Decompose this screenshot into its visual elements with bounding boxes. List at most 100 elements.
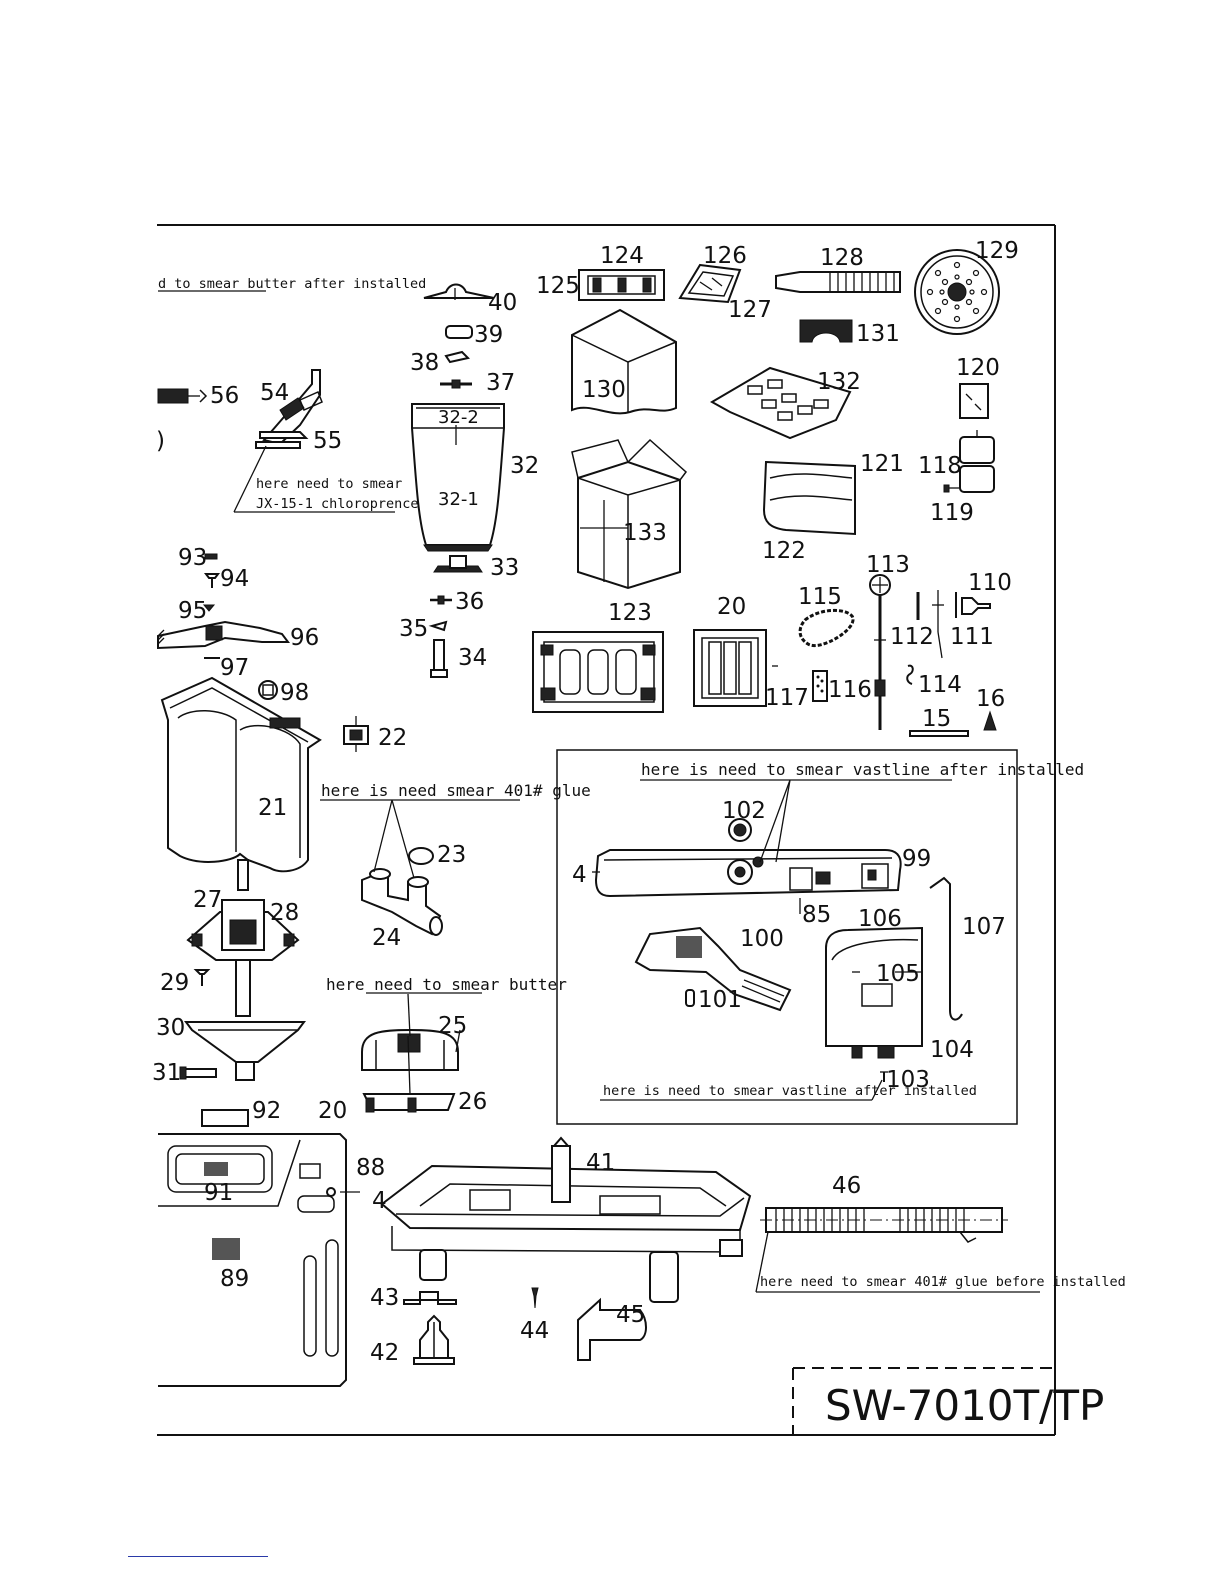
label-31: 31 — [152, 1060, 181, 1086]
note-glue-401: here is need smear 401# glue — [321, 781, 591, 800]
part-24-drain-pipe — [361, 868, 443, 936]
label-129: 129 — [975, 238, 1019, 264]
label-89: 89 — [220, 1266, 249, 1292]
label-120: 120 — [956, 355, 1000, 381]
part-38 — [444, 350, 470, 364]
label-edge-0: ) — [156, 428, 165, 454]
label-23: 23 — [437, 842, 466, 868]
label-40: 40 — [488, 290, 517, 316]
label-104: 104 — [930, 1037, 974, 1063]
part-121-122 — [762, 460, 856, 536]
label-15: 15 — [922, 706, 951, 732]
label-91: 91 — [204, 1180, 233, 1206]
label-107: 107 — [962, 914, 1006, 940]
label-105: 105 — [876, 961, 920, 987]
part-98 — [258, 680, 278, 700]
part-133-open-box — [571, 438, 688, 590]
model-title: SW-7010T/TP — [825, 1381, 1104, 1430]
part-92 — [201, 1109, 249, 1127]
label-54: 54 — [260, 380, 289, 406]
part-99-control-panel — [594, 849, 902, 898]
part-131 — [799, 319, 853, 343]
part-34-bolt — [430, 639, 448, 678]
label-37: 37 — [486, 370, 515, 396]
part-104-106-door — [825, 926, 923, 1059]
part-56 — [157, 388, 208, 404]
label-41: 41 — [586, 1150, 615, 1176]
part-39 — [445, 325, 473, 339]
part-128-hose — [775, 271, 901, 293]
label-34: 34 — [458, 645, 487, 671]
label-125: 125 — [536, 273, 580, 299]
part-46-drain-hose — [760, 1207, 1008, 1243]
part-31-bolt — [179, 1066, 217, 1080]
label-43: 43 — [370, 1285, 399, 1311]
label-20-cabinet: 20 — [318, 1098, 347, 1124]
label-16: 16 — [976, 686, 1005, 712]
label-29: 29 — [160, 970, 189, 996]
part-35 — [428, 620, 448, 632]
part-113-rod — [869, 574, 891, 730]
part-30-funnel — [184, 1021, 306, 1081]
label-32-1: 32-1 — [438, 489, 479, 510]
leader-lines — [233, 425, 1040, 1293]
label-102: 102 — [722, 798, 766, 824]
label-99: 99 — [902, 846, 931, 872]
part-124-125 — [578, 269, 665, 301]
label-22: 22 — [378, 725, 407, 751]
detail-box — [556, 749, 1018, 1125]
part-21-twin-tub — [160, 676, 322, 873]
part-89-91-cabinet — [158, 1133, 347, 1387]
drawing-frame — [157, 224, 1056, 1436]
label-103: 103 — [886, 1067, 930, 1093]
note-chloroprene-2: JX-15-1 chloroprence — [256, 496, 419, 512]
part-93 — [204, 553, 218, 560]
label-113: 113 — [866, 552, 910, 578]
label-119: 119 — [930, 500, 974, 526]
part-120 — [959, 383, 989, 419]
label-88: 88 — [356, 1155, 385, 1181]
label-45: 45 — [616, 1302, 645, 1328]
part-20-frame — [693, 629, 778, 707]
label-122: 122 — [762, 538, 806, 564]
part-33 — [433, 555, 483, 573]
label-112: 112 — [890, 624, 934, 650]
part-129-filter-disk — [914, 249, 1000, 335]
label-92: 92 — [252, 1098, 281, 1124]
label-133: 133 — [623, 520, 667, 546]
part-15 — [909, 730, 969, 737]
part-114 — [906, 664, 914, 685]
label-39: 39 — [474, 322, 503, 348]
part-130-box — [571, 308, 677, 415]
part-16 — [983, 710, 997, 731]
label-30: 30 — [156, 1015, 185, 1041]
label-121: 121 — [860, 451, 904, 477]
part-55 — [255, 431, 309, 449]
part-95 — [202, 604, 216, 612]
footer-rule — [128, 1556, 268, 1557]
part-100-dispenser — [634, 926, 792, 1012]
part-115-belt — [798, 609, 855, 648]
part-26 — [362, 1093, 456, 1113]
label-38: 38 — [410, 350, 439, 376]
note-glue-401-before: here need to smear 401# glue before inst… — [760, 1274, 1126, 1290]
label-126: 126 — [703, 243, 747, 269]
label-93: 93 — [178, 545, 207, 571]
part-44-screw — [531, 1287, 539, 1309]
label-115: 115 — [798, 584, 842, 610]
label-32-2: 32-2 — [438, 407, 479, 428]
part-123-tray — [532, 631, 664, 713]
part-labels: 124 125 126 127 128 129 131 130 132 120 … — [152, 238, 1019, 1366]
label-4-screw: 4 — [372, 1188, 387, 1214]
label-110: 110 — [968, 570, 1012, 596]
label-35: 35 — [399, 616, 428, 642]
label-44: 44 — [520, 1318, 549, 1344]
label-96: 96 — [290, 625, 319, 651]
part-107-rod — [929, 876, 963, 1021]
part-103 — [880, 1071, 888, 1082]
label-114: 114 — [918, 672, 962, 698]
part-45-bracket — [577, 1297, 647, 1361]
label-95: 95 — [178, 598, 207, 624]
label-55: 55 — [313, 428, 342, 454]
